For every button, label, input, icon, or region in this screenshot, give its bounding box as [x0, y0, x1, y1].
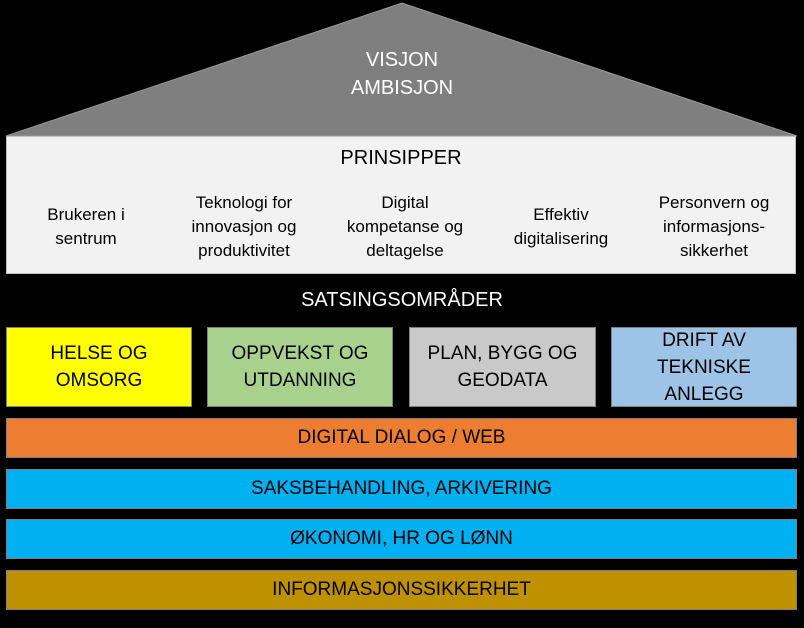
band-label: SAKSBEHANDLING, ARKIVERING: [251, 478, 552, 499]
principle-label: Brukeren i sentrum: [47, 205, 125, 248]
focus-area-education: OPPVEKST OG UTDANNING: [207, 327, 393, 407]
focus-area-label: OPPVEKST OG UTDANNING: [231, 343, 369, 391]
principles-title: PRINSIPPER: [340, 147, 462, 169]
principle-label: Personvern og informasjons- sikkerhet: [658, 193, 770, 260]
ambition-label: AMBISJON: [350, 77, 454, 99]
band-label: ØKONOMI, HR OG LØNN: [290, 528, 513, 549]
principle-privacy-security: Personvern og informasjons- sikkerhet: [639, 185, 789, 269]
band-label: DIGITAL DIALOG / WEB: [297, 427, 506, 448]
focus-area-label: PLAN, BYGG OG GEODATA: [427, 343, 578, 391]
principle-label: Effektiv digitalisering: [513, 205, 609, 248]
band-label: INFORMASJONSSIKKERHET: [272, 579, 531, 600]
focus-area-health: HELSE OG OMSORG: [6, 327, 192, 407]
band-case-management: SAKSBEHANDLING, ARKIVERING: [6, 469, 797, 509]
band-finance-hr: ØKONOMI, HR OG LØNN: [6, 519, 797, 559]
focus-area-label: HELSE OG OMSORG: [50, 343, 148, 391]
principle-technology: Teknologi for innovasjon og produktivite…: [169, 185, 319, 269]
principles-box: PRINSIPPER Brukeren i sentrum Teknologi …: [6, 136, 796, 274]
focus-area-technical-operations: DRIFT AV TEKNISKE ANLEGG: [611, 327, 797, 407]
band-information-security: INFORMASJONSSIKKERHET: [6, 570, 797, 610]
principle-label: Digital kompetanse og deltagelse: [346, 193, 464, 260]
focus-area-label: DRIFT AV TEKNISKE ANLEGG: [657, 329, 751, 405]
principle-user-centered: Brukeren i sentrum: [11, 185, 161, 269]
focus-areas-title: SATSINGSOMRÅDER: [301, 289, 503, 311]
band-digital-dialog: DIGITAL DIALOG / WEB: [6, 418, 797, 458]
vision-label: VISJON: [365, 49, 439, 71]
focus-area-planning: PLAN, BYGG OG GEODATA: [409, 327, 596, 407]
principle-digital-competence: Digital kompetanse og deltagelse: [325, 185, 485, 269]
principle-label: Teknologi for innovasjon og produktivite…: [191, 193, 297, 260]
principle-effective-digitalization: Effektiv digitalisering: [491, 185, 631, 269]
